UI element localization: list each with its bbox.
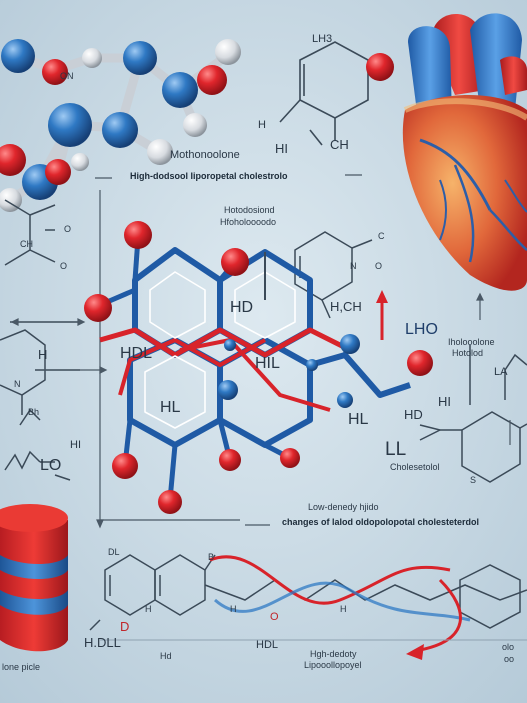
label-hi-top: HI [275, 141, 288, 156]
label-bottom-b: B [208, 552, 215, 562]
subhead-line-2: Hfoholoooodo [220, 217, 277, 227]
label-ring-o: O [375, 261, 383, 271]
label-left-o1: O [64, 224, 72, 234]
right-structures [294, 231, 527, 483]
label-left-h: H [38, 347, 48, 362]
label-side-1: Iholooolone [448, 337, 495, 347]
label-la: LA [494, 366, 508, 378]
heart [402, 13, 527, 291]
label-side-2: Hotolod [452, 348, 484, 358]
label-hd-center: HD [230, 299, 254, 316]
label-left-n: N [14, 379, 21, 389]
label-ch-top: CH [330, 137, 349, 152]
label-hdl-center: HDL [120, 345, 153, 362]
label-lho: LHO [405, 321, 438, 338]
label-bottom-hdl2: HDL [256, 639, 279, 651]
central-steroid-molecule [99, 237, 411, 501]
label-bottom-lipo: Lipooollopoyel [304, 660, 362, 670]
label-hl-right: HL [348, 411, 369, 428]
label-left-lo: LO [40, 457, 62, 474]
label-hd-right: HD [404, 407, 423, 422]
label-lh3: LH3 [312, 33, 333, 45]
label-bottom-right2: oo [504, 654, 515, 664]
label-changes: changes of lalod oldopolopotal cholestet… [282, 517, 480, 527]
label-bottom-h3: H [340, 604, 347, 614]
disc-stack [0, 504, 68, 652]
label-hl-center: HL [160, 399, 181, 416]
label-bottom-h2: H [230, 604, 237, 614]
label-methonolone: Mothonoolone [170, 149, 240, 161]
label-bottom-o: O [270, 611, 279, 623]
right-arrows [476, 292, 511, 445]
headline-text: High-dodsool Iiporopetal cholestrolo [130, 171, 288, 181]
label-bottom-right: olo [502, 642, 515, 652]
label-low-density: Low-denedy hjido [308, 502, 379, 512]
label-on: ON [60, 71, 74, 81]
label-h-top: H [258, 119, 266, 131]
label-bottom-ap: Hgh-dedoty [310, 649, 357, 659]
label-left-o2: O [60, 261, 68, 271]
label-s-right: S [470, 475, 477, 485]
label-ring-n: N [350, 261, 357, 271]
label-ring-c: C [378, 231, 385, 241]
label-ring-hch: H,CH [330, 299, 362, 314]
red-up-arrow [376, 290, 388, 340]
bottom-ribbons [209, 555, 471, 660]
label-cholesterol: Cholesetolol [390, 462, 440, 472]
label-bottom-d: D [120, 619, 130, 634]
label-bottom-h1: H [145, 604, 152, 614]
central-atoms [84, 221, 360, 514]
label-bottom-hd: Hd [160, 651, 172, 661]
bottom-chain [89, 554, 527, 631]
label-left-hi: HI [70, 439, 81, 451]
subhead-line-1: Hotodosiond [224, 205, 275, 215]
label-bottom-dl: DL [108, 547, 120, 557]
label-hi-right: HI [438, 394, 451, 409]
label-hil-center: HIL [255, 355, 280, 372]
left-arrows [10, 174, 362, 529]
label-left-bh: Bh [28, 407, 40, 417]
label-ll: LL [385, 439, 407, 460]
label-bottom-hdl: H.DLL [84, 635, 121, 650]
label-left-ch: CH [20, 239, 33, 249]
label-bottom-left: lone picle [2, 662, 41, 672]
